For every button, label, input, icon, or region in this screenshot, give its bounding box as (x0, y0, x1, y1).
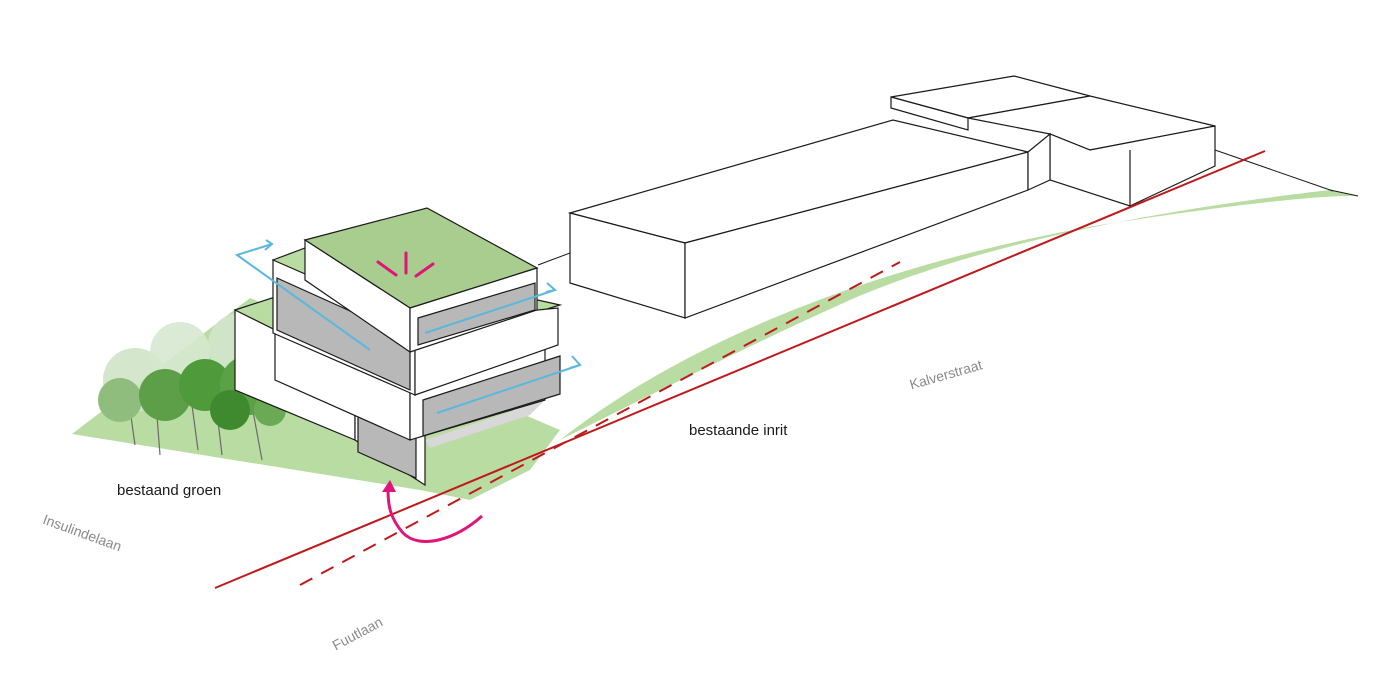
access-arrow (382, 480, 483, 543)
property-line (214, 150, 1266, 589)
label-bestaand-groen: bestaand groen (117, 482, 222, 499)
entrance-marker (376, 251, 435, 278)
site-outline (537, 149, 1359, 266)
new-building (233, 207, 563, 487)
driveway-dashed-line (299, 261, 901, 586)
view-arrows (234, 239, 582, 414)
window-top (417, 282, 536, 346)
label-bestaande-inrit: bestaande inrit (689, 422, 788, 439)
existing-building (567, 75, 1216, 319)
window-middle (422, 355, 561, 437)
